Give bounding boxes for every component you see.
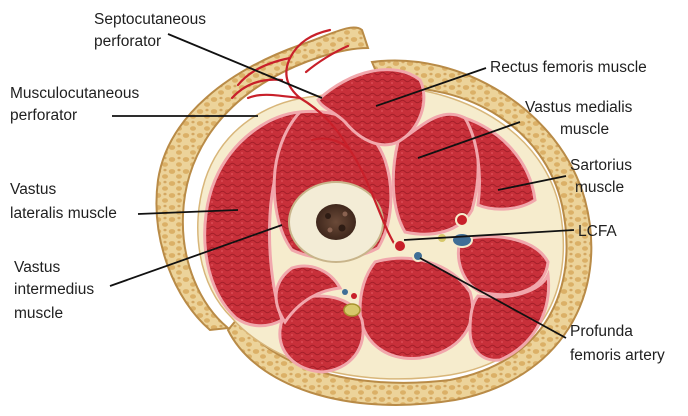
label-musculocutaneous-perforator: Musculocutaneous perforator (10, 85, 144, 124)
femur (289, 182, 383, 262)
label-vastus-lateralis: Vastus lateralis muscle (10, 181, 117, 222)
label-lcfa: LCFA (578, 223, 617, 240)
label-rectus-femoris: Rectus femoris muscle (490, 59, 647, 76)
label-profunda-femoris-artery: Profunda femoris artery (570, 323, 665, 364)
label-vastus-intermedius: Vastus intermedius muscle (14, 259, 98, 322)
label-sartorius: Sartorius muscle (570, 157, 636, 196)
